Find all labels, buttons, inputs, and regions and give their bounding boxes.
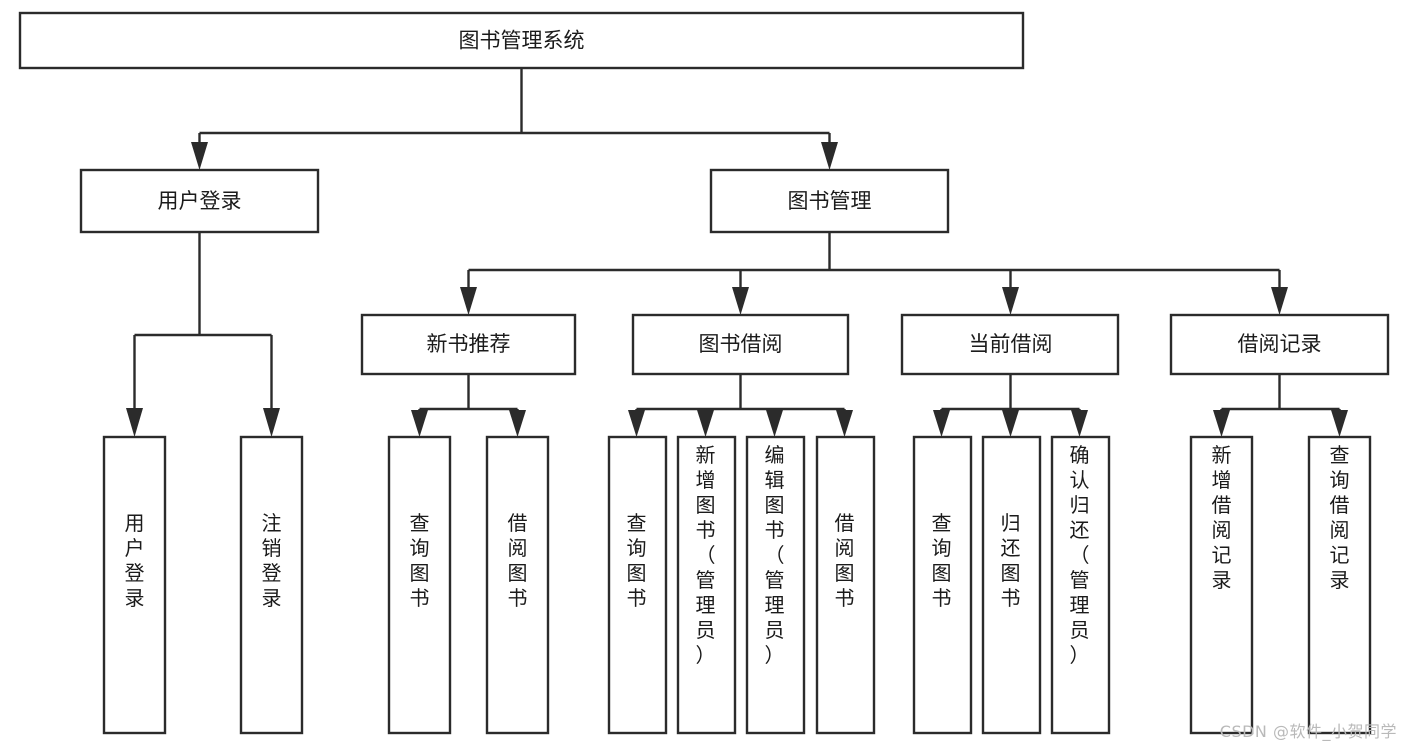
node-leaf-add-book-box (676, 435, 737, 735)
node-leaf-logout-box (239, 435, 304, 735)
node-leaf-edit-book[interactable]: 编辑图书（管理员） (745, 435, 806, 735)
node-leaf-logout[interactable]: 注销登录 (239, 435, 304, 735)
arrow-head-leaf-logout (263, 408, 280, 437)
arrow-head-leaf-query-record (1331, 410, 1348, 437)
node-leaf-add-borrow-record-box (1189, 435, 1254, 735)
node-leaf-query-borrow-record[interactable]: 查询借阅记录 (1307, 435, 1372, 735)
node-book-management-label: 图书管理 (788, 189, 872, 213)
node-leaf-query-book-borrow-label: 查询图书 (627, 511, 647, 610)
node-leaf-query-book-recommend-box (387, 435, 452, 735)
node-root-system[interactable]: 图书管理系统 (18, 11, 1025, 70)
node-leaf-query-book-recommend[interactable]: 查询图书 (387, 435, 452, 735)
arrow-head-leaf-query-book-3 (933, 410, 950, 437)
node-user-login-label: 用户登录 (158, 189, 242, 213)
arrow-head-borrow-record (1271, 287, 1288, 315)
node-leaf-return-book-label: 归还图书 (1001, 511, 1021, 610)
node-user-login-box (79, 168, 320, 234)
arrow-head-leaf-return-book (1002, 410, 1019, 437)
arrow-head-new-book-recommend (460, 287, 477, 315)
node-leaf-query-borrow-record-label: 查询借阅记录 (1330, 443, 1350, 592)
node-leaf-confirm-return-box (1050, 435, 1111, 735)
node-new-book-recommend-box (360, 313, 577, 376)
connector-group-newbook-to-leaves (411, 374, 526, 437)
node-book-borrow-label: 图书借阅 (699, 332, 783, 356)
node-leaf-add-book-label: 新增图书（管理员） (696, 443, 716, 667)
arrow-head-leaf-add-record (1213, 410, 1230, 437)
arrow-head-leaf-confirm-return (1071, 410, 1088, 437)
node-root-system-box (18, 11, 1025, 70)
node-borrow-record-box (1169, 313, 1390, 376)
node-book-management-box (709, 168, 950, 234)
node-leaf-confirm-return-label: 确认归还（管理员） (1070, 443, 1090, 667)
node-leaf-confirm-return[interactable]: 确认归还（管理员） (1050, 435, 1111, 735)
node-leaf-borrow-book-recommend-box (485, 435, 550, 735)
node-borrow-record[interactable]: 借阅记录 (1169, 313, 1390, 376)
arrow-head-leaf-edit-book (766, 410, 783, 437)
csdn-watermark: CSDN @软件_小贺同学 (1219, 722, 1397, 741)
node-leaf-logout-label: 注销登录 (262, 511, 282, 610)
node-leaf-borrow-book[interactable]: 借阅图书 (815, 435, 876, 735)
node-leaf-query-book-borrow[interactable]: 查询图书 (607, 435, 668, 735)
node-leaf-borrow-book-recommend-label: 借阅图书 (508, 511, 528, 610)
arrow-head-book-borrow (732, 287, 749, 315)
node-leaf-user-login-label: 用户登录 (125, 511, 145, 610)
arrow-head-leaf-query-book-1 (411, 410, 428, 437)
node-leaf-query-book-recommend-label: 查询图书 (410, 511, 430, 610)
connector-group-bookmanage-to-level2 (460, 232, 1288, 315)
node-current-borrow[interactable]: 当前借阅 (900, 313, 1120, 376)
node-leaf-edit-book-box (745, 435, 806, 735)
node-leaf-query-borrow-record-box (1307, 435, 1372, 735)
connector-group-currentborrow-to-leaves (933, 374, 1088, 437)
connector-group-bookborrow-to-leaves (628, 374, 853, 437)
node-borrow-record-label: 借阅记录 (1238, 332, 1322, 356)
node-leaf-user-login-box (102, 435, 167, 735)
arrow-head-current-borrow (1002, 287, 1019, 315)
node-book-borrow-box (631, 313, 850, 376)
node-leaf-query-book-current[interactable]: 查询图书 (912, 435, 973, 735)
arrow-head-leaf-borrow-book-2 (836, 410, 853, 437)
node-leaf-query-book-current-box (912, 435, 973, 735)
node-leaf-add-borrow-record-label: 新增借阅记录 (1212, 443, 1232, 592)
node-leaf-add-book[interactable]: 新增图书（管理员） (676, 435, 737, 735)
node-leaf-borrow-book-recommend[interactable]: 借阅图书 (485, 435, 550, 735)
arrow-head-leaf-add-book (697, 410, 714, 437)
node-leaf-add-borrow-record[interactable]: 新增借阅记录 (1189, 435, 1254, 735)
node-book-borrow[interactable]: 图书借阅 (631, 313, 850, 376)
node-user-login[interactable]: 用户登录 (79, 168, 320, 234)
node-leaf-edit-book-label: 编辑图书（管理员） (765, 443, 785, 667)
connector-group-borrowrecord-to-leaves (1213, 374, 1348, 437)
node-current-borrow-label: 当前借阅 (969, 332, 1053, 356)
arrow-head-leaf-borrow-book-1 (509, 410, 526, 437)
node-new-book-recommend[interactable]: 新书推荐 (360, 313, 577, 376)
node-leaf-query-book-borrow-box (607, 435, 668, 735)
arrow-head-user-login (191, 142, 208, 170)
node-current-borrow-box (900, 313, 1120, 376)
node-root-system-label: 图书管理系统 (459, 29, 585, 53)
node-book-management[interactable]: 图书管理 (709, 168, 950, 234)
arrow-head-leaf-query-book-2 (628, 410, 645, 437)
node-leaf-borrow-book-label: 借阅图书 (835, 511, 855, 610)
node-leaf-user-login[interactable]: 用户登录 (102, 435, 167, 735)
node-leaf-borrow-book-box (815, 435, 876, 735)
connector-group-userlogin-to-leaves (126, 232, 280, 437)
node-leaf-query-book-current-label: 查询图书 (932, 511, 952, 610)
node-leaf-return-book-box (981, 435, 1042, 735)
node-leaf-return-book[interactable]: 归还图书 (981, 435, 1042, 735)
connector-group-root-to-level1 (191, 68, 838, 170)
node-new-book-recommend-label: 新书推荐 (427, 332, 511, 356)
arrow-head-book-manage (821, 142, 838, 170)
arrow-head-leaf-user-login (126, 408, 143, 437)
